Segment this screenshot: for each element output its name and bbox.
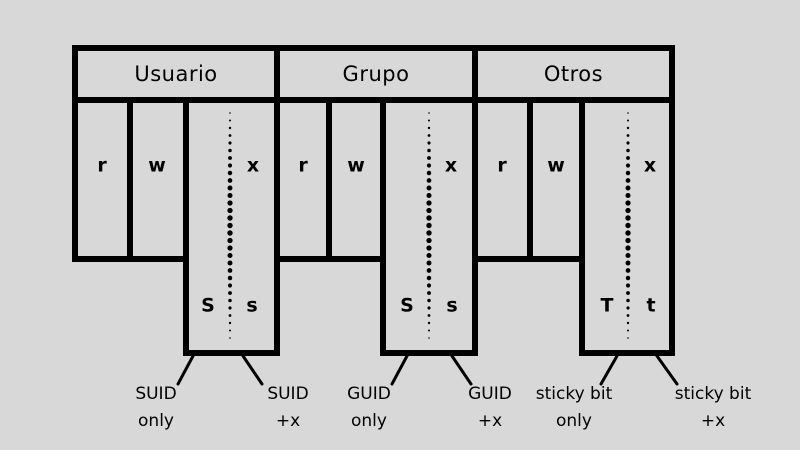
callout-sticky-x-line2: +x: [700, 411, 726, 431]
grupo-guid-upper: S: [400, 294, 414, 317]
otros-r-cell: r: [497, 154, 507, 177]
callout-guid-only-line2: only: [351, 411, 387, 431]
usuario-suid-lower: s: [246, 294, 258, 317]
grupo-w-cell: w: [347, 154, 365, 177]
callout-sticky-only-line1: sticky bit: [535, 384, 613, 404]
usuario-x-bottom-border: [183, 350, 280, 356]
header-grupo: Grupo: [342, 62, 410, 86]
callout-line-sticky-x: [655, 354, 679, 386]
usuario-rw-divider: [127, 97, 133, 262]
callout-line-sticky-only: [599, 354, 619, 386]
otros-rw-divider: [527, 97, 533, 262]
header-otros: Otros: [543, 62, 604, 86]
callout-line-guid-x: [450, 354, 473, 386]
callout-line-guid-only: [390, 354, 409, 386]
usuario-suid-upper: S: [201, 294, 215, 317]
callout-guid-x: GUID +x: [468, 381, 512, 435]
otros-w-cell: w: [547, 154, 565, 177]
usuario-x-cell: x: [246, 154, 260, 177]
grupo-x-bottom-border: [380, 350, 478, 356]
header-bottom-border: [72, 97, 675, 103]
callout-suid-only-line2: only: [138, 411, 174, 431]
otros-sticky-upper: T: [600, 294, 614, 317]
callout-sticky-only-line2: only: [556, 411, 592, 431]
grupo-wx-divider: [380, 97, 386, 356]
grupo-r-cell: r: [298, 154, 308, 177]
dotted-divider-grupo: [426, 112, 432, 339]
table-top-border: [72, 45, 675, 51]
callout-suid-only-line1: SUID: [135, 384, 177, 404]
callout-sticky-only: sticky bit only: [536, 381, 612, 435]
callout-guid-only-line1: GUID: [347, 384, 391, 404]
grupo-x-cell: x: [444, 154, 458, 177]
table-right-border: [669, 45, 675, 356]
table-left-border: [72, 45, 78, 262]
header-usuario: Usuario: [134, 62, 218, 86]
otros-sticky-lower: t: [646, 294, 656, 317]
callout-suid-x: SUID +x: [267, 381, 308, 435]
callout-line-suid-only: [176, 354, 195, 386]
callout-guid-x-line2: +x: [477, 411, 503, 431]
otros-x-bottom-border: [579, 350, 675, 356]
grupo-guid-lower: s: [446, 294, 458, 317]
callout-guid-only: GUID only: [347, 381, 391, 435]
grupo-otros-divider: [472, 45, 478, 356]
callout-suid-x-line1: SUID: [267, 384, 309, 404]
usuario-w-cell: w: [148, 154, 166, 177]
callout-suid-x-line2: +x: [275, 411, 301, 431]
otros-wx-divider: [579, 97, 585, 356]
callout-sticky-x: sticky bit +x: [675, 381, 751, 435]
callout-guid-x-line1: GUID: [468, 384, 512, 404]
callout-suid-only: SUID only: [135, 381, 176, 435]
usuario-r-cell: r: [97, 154, 107, 177]
callout-sticky-x-line1: sticky bit: [674, 384, 752, 404]
grupo-rw-divider: [326, 97, 332, 262]
callout-line-suid-x: [241, 354, 264, 386]
otros-x-cell: x: [643, 154, 657, 177]
dotted-divider-usuario: [227, 112, 233, 339]
usuario-grupo-divider: [274, 45, 280, 356]
dotted-divider-otros: [625, 112, 631, 339]
usuario-wx-divider: [183, 97, 189, 356]
